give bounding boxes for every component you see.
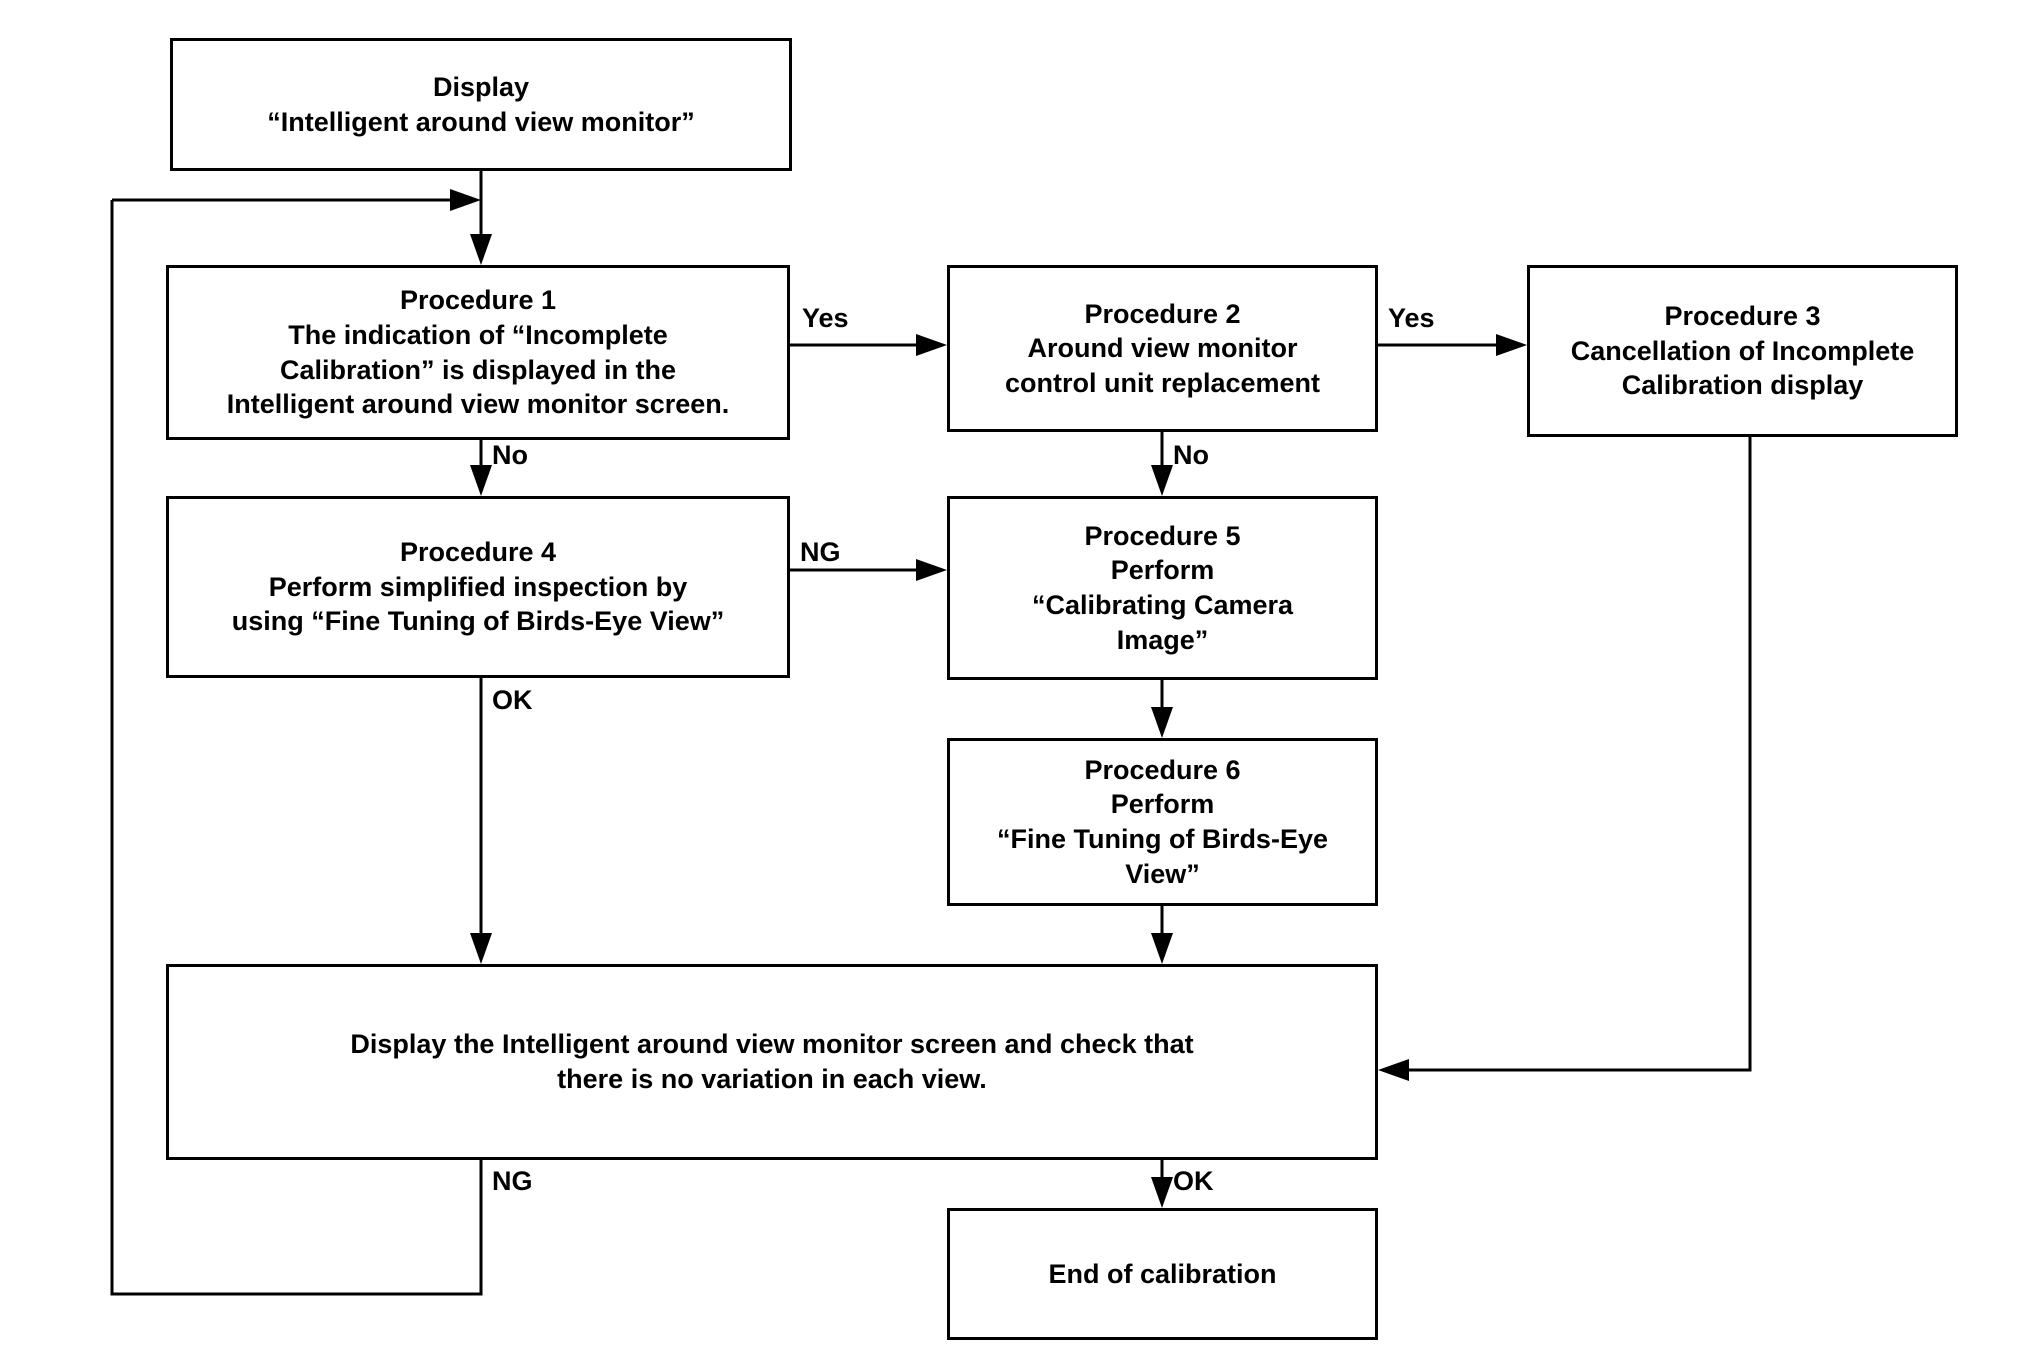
arrowhead-procedure1-to-procedure4 <box>470 465 492 496</box>
arrowhead-displaycheck-to-end <box>1151 1177 1173 1208</box>
arrowhead-procedure4-to-procedure5 <box>916 559 947 581</box>
edge-label-no-procedure2-to-procedure5: No <box>1173 440 1209 470</box>
node-procedure-4[interactable]: Procedure 4 Perform simplified inspectio… <box>166 496 790 678</box>
node-display-start[interactable]: Display “Intelligent around view monitor… <box>170 38 792 171</box>
arrowhead-procedure5-to-procedure6 <box>1151 707 1173 738</box>
arrowhead-ng-loop-reentry <box>450 189 481 211</box>
node-procedure-1[interactable]: Procedure 1 The indication of “Incomplet… <box>166 265 790 440</box>
node-procedure-2[interactable]: Procedure 2 Around view monitor control … <box>947 265 1378 432</box>
arrowhead-procedure2-to-procedure3 <box>1496 334 1527 356</box>
edge-label-yes-procedure1-to-procedure2: Yes <box>802 303 849 333</box>
edge-label-ng-displaycheck-loop: NG <box>492 1166 533 1196</box>
edge-label-ok-displaycheck-to-end: OK <box>1173 1166 1214 1196</box>
arrowhead-procedure2-to-procedure5 <box>1151 465 1173 496</box>
edge-label-ng-procedure4-to-procedure5: NG <box>800 537 841 567</box>
arrowhead-procedure4-to-displaycheck <box>470 933 492 964</box>
edge-label-ok-procedure4-to-displaycheck: OK <box>492 685 533 715</box>
node-procedure-6[interactable]: Procedure 6 Perform “Fine Tuning of Bird… <box>947 738 1378 906</box>
arrowhead-procedure1-to-procedure2 <box>916 334 947 356</box>
node-display-check[interactable]: Display the Intelligent around view moni… <box>166 964 1378 1160</box>
arrowhead-procedure6-to-displaycheck <box>1151 933 1173 964</box>
arrowhead-display-to-procedure1 <box>470 234 492 265</box>
node-end-of-calibration[interactable]: End of calibration <box>947 1208 1378 1340</box>
node-procedure-5[interactable]: Procedure 5 Perform “Calibrating Camera … <box>947 496 1378 680</box>
arrowhead-procedure3-to-displaycheck <box>1378 1059 1409 1081</box>
edge-label-yes-procedure2-to-procedure3: Yes <box>1388 303 1435 333</box>
edge-label-no-procedure1-to-procedure4: No <box>492 440 528 470</box>
edge-procedure3-to-displaycheck <box>1405 437 1752 1072</box>
node-procedure-3[interactable]: Procedure 3 Cancellation of Incomplete C… <box>1527 265 1958 437</box>
